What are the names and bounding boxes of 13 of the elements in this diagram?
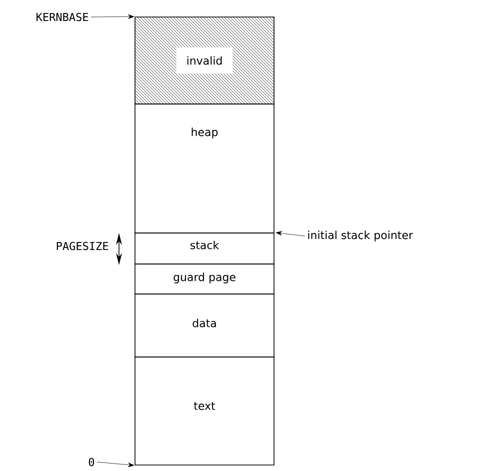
arrow [276,231,306,236]
memory-region: data [134,294,274,358]
memory-region: text [134,356,274,466]
dimension-label: PAGESIZE [56,242,108,250]
memory-region: stack [134,232,274,264]
address-label: 0 [88,458,94,466]
address-label: KERNBASE [36,12,88,22]
address-label: initial stack pointer [308,230,413,242]
hatched-region: invalid [134,16,274,104]
memory-region: guard page [134,264,274,294]
memory-region: heap [134,104,274,234]
arrow [96,462,134,468]
arrow [90,14,134,19]
